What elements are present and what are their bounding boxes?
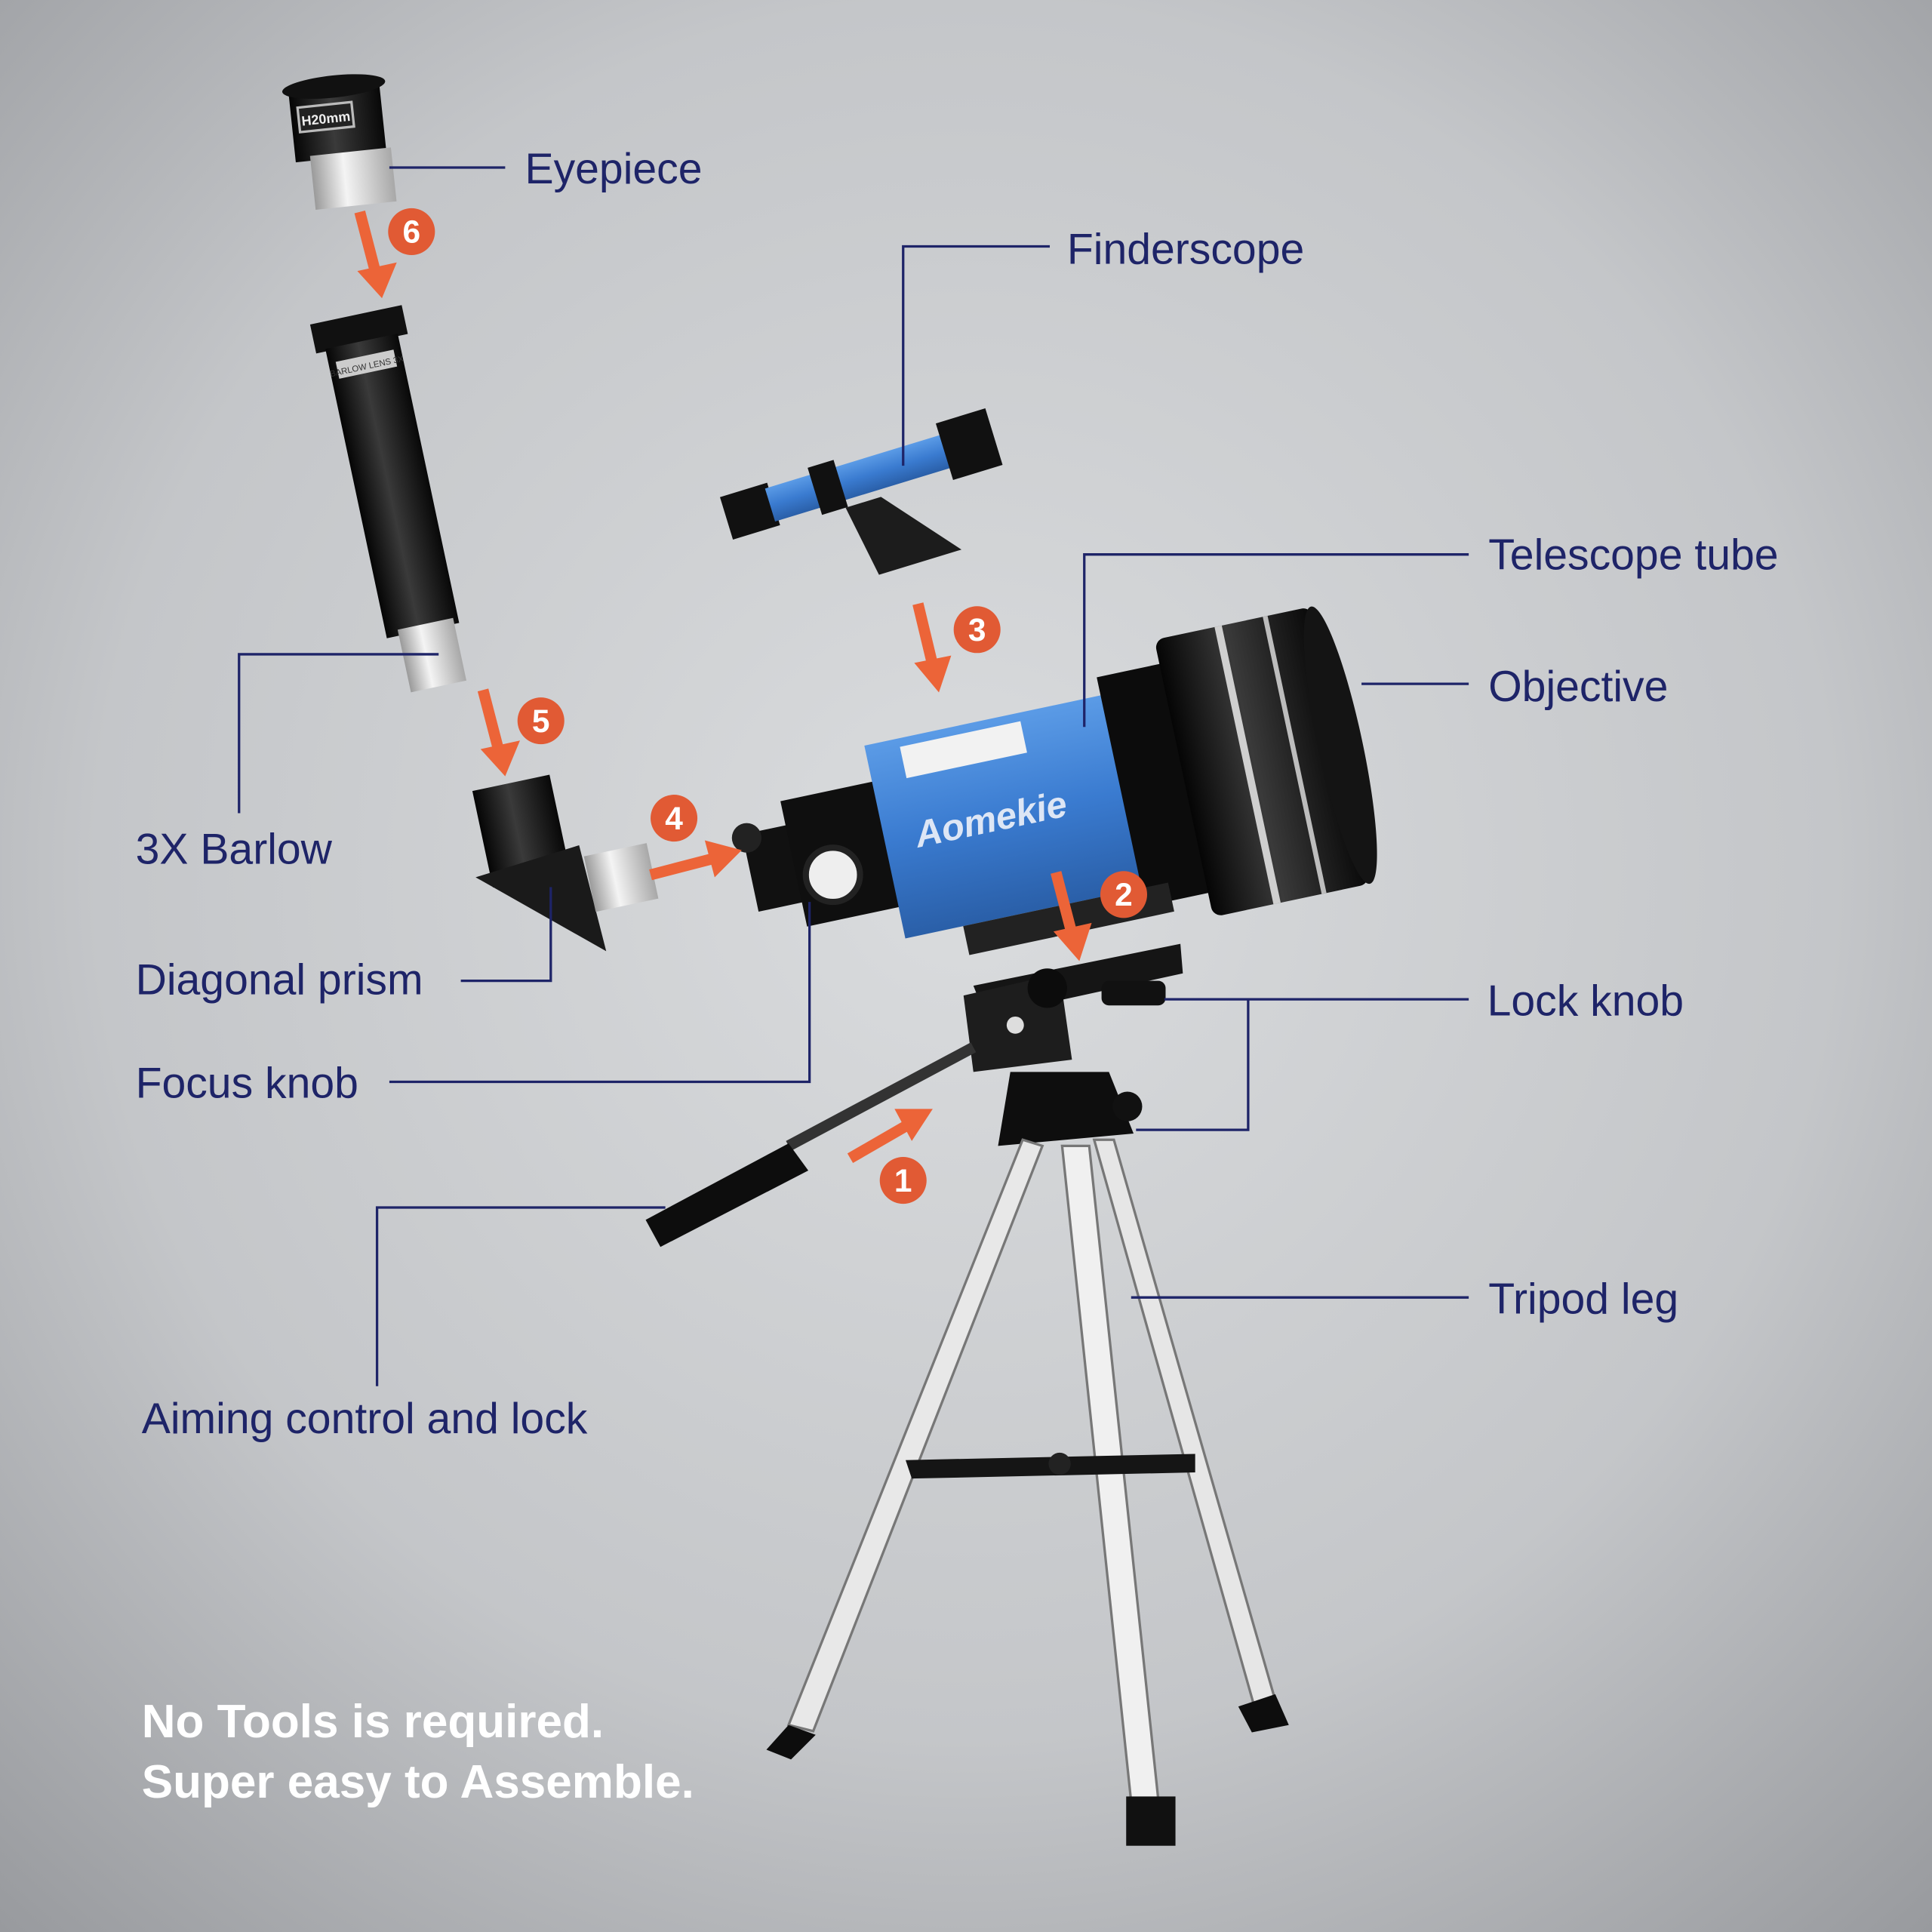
label-focus-knob: Focus knob bbox=[136, 1060, 358, 1108]
assembly-arrows bbox=[354, 210, 1092, 1164]
leader-lines bbox=[238, 166, 1469, 1386]
diagonal-prism-part bbox=[472, 774, 659, 952]
svg-text:1: 1 bbox=[894, 1163, 912, 1198]
eyepiece-part: H20mm bbox=[281, 74, 397, 211]
arrow-step-2 bbox=[1051, 871, 1092, 961]
step-badge-3: 3 bbox=[953, 606, 1001, 654]
label-barlow: 3X Barlow bbox=[136, 825, 333, 873]
arrow-step-1 bbox=[847, 1109, 933, 1164]
svg-text:5: 5 bbox=[532, 703, 550, 739]
note-line-2: Super easy to Assemble. bbox=[142, 1756, 694, 1808]
arrow-step-6 bbox=[354, 210, 397, 299]
label-aiming-control: Aiming control and lock bbox=[142, 1395, 588, 1443]
svg-text:4: 4 bbox=[665, 801, 683, 836]
note-line-1: No Tools is required. bbox=[142, 1696, 604, 1748]
label-tripod-leg: Tripod leg bbox=[1488, 1275, 1678, 1323]
step-badge-5: 5 bbox=[517, 697, 565, 745]
svg-text:3: 3 bbox=[968, 612, 986, 648]
step-badge-1: 1 bbox=[879, 1157, 927, 1204]
step-badge-6: 6 bbox=[388, 208, 435, 255]
label-telescope-tube: Telescope tube bbox=[1488, 531, 1778, 579]
svg-text:2: 2 bbox=[1115, 877, 1133, 912]
step-badge-4: 4 bbox=[651, 795, 698, 842]
finderscope-part bbox=[720, 408, 1003, 575]
arrow-step-4 bbox=[649, 840, 742, 881]
tripod-part bbox=[645, 943, 1289, 1846]
label-objective: Objective bbox=[1488, 663, 1668, 711]
telescope-tube-part: Aomekie bbox=[731, 606, 1377, 955]
step-badge-2: 2 bbox=[1100, 871, 1147, 918]
label-eyepiece: Eyepiece bbox=[525, 145, 703, 193]
label-lock-knob: Lock knob bbox=[1487, 977, 1684, 1025]
svg-text:6: 6 bbox=[403, 214, 421, 250]
arrow-step-5 bbox=[477, 688, 520, 777]
label-finderscope: Finderscope bbox=[1067, 225, 1304, 273]
label-diagonal-prism: Diagonal prism bbox=[136, 956, 423, 1004]
